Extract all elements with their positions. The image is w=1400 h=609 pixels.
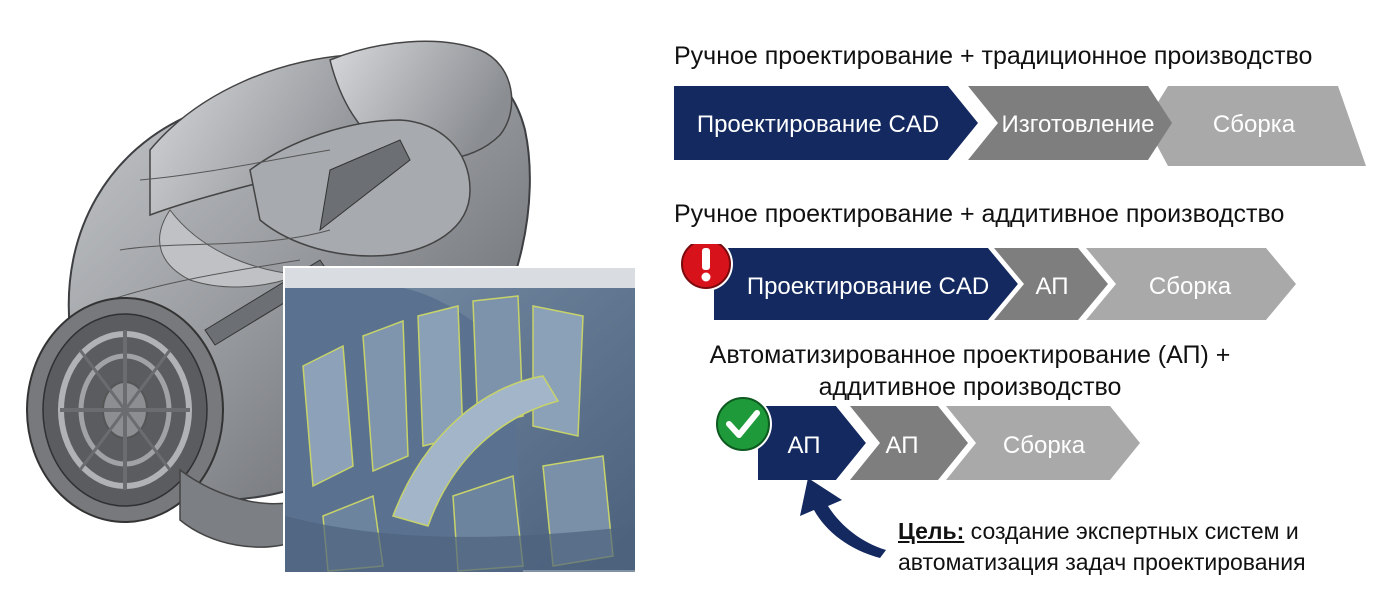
row2-step1-label: Проектирование CAD: [747, 273, 989, 300]
row2-process-chevrons: Проектирование CAD АП Сборка: [679, 244, 1296, 320]
lattice-inset-render: [283, 266, 637, 572]
exclamation-icon: [679, 244, 733, 291]
row3-step2-shape: [850, 406, 970, 480]
row3-step3-label: Сборка: [1003, 432, 1086, 459]
row3-step3-shape: [942, 406, 1140, 480]
row1-title: Ручное проектирование + традиционное про…: [674, 42, 1313, 70]
goal-line2: автоматизация задач проектирования: [898, 549, 1306, 575]
row3-step1-label: АП: [788, 432, 821, 459]
row3-title-line1: Автоматизированное проектирование (АП) +: [709, 341, 1231, 369]
row2-step2-label: АП: [1036, 273, 1069, 300]
row1-step1-label: Проектирование CAD: [697, 111, 939, 138]
row1-step1-shape: [674, 86, 979, 160]
row3-process-chevrons: АП АП Сборка: [714, 396, 1140, 480]
curved-arrow-icon: [800, 478, 886, 558]
row1-step2-shape: [968, 86, 1172, 160]
row3-step1-shape: [758, 406, 866, 480]
goal-label: Цель:: [898, 518, 965, 544]
row3-step2-label: АП: [886, 432, 919, 459]
row1-step3-shape: [1145, 86, 1366, 166]
row2-step1-shape: [714, 248, 1018, 320]
row3-title-line2: аддитивное производство: [818, 373, 1122, 401]
goal-text: Цель: создание экспертных систем и автом…: [898, 516, 1378, 578]
row1-process-chevrons: Проектирование CAD Изготовление Сборка: [674, 86, 1366, 166]
row1-step2-label: Изготовление: [1002, 111, 1155, 138]
row1-step3-label: Сборка: [1213, 111, 1296, 138]
row2-title: Ручное проектирование + аддитивное произ…: [674, 200, 1285, 228]
row2-step3-shape: [1082, 248, 1296, 320]
row3-title: Автоматизированное проектирование (АП) +…: [700, 339, 1240, 403]
checkmark-icon: [714, 396, 772, 453]
goal-line1: создание экспертных систем и: [964, 518, 1299, 544]
row2-step2-shape: [988, 248, 1112, 320]
row2-step3-label: Сборка: [1149, 273, 1232, 300]
